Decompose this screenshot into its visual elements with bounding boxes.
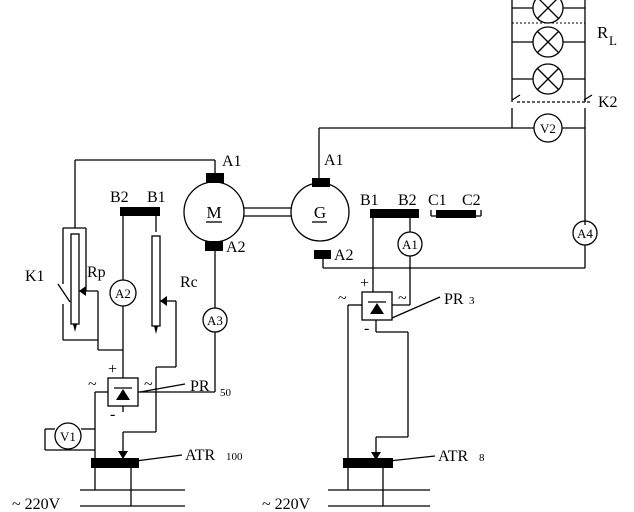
gen-b2-label: B2	[398, 192, 417, 209]
generator-label: G	[314, 203, 326, 222]
pr50-subscript: 50	[220, 387, 232, 399]
ammeter-a4: A4	[572, 220, 598, 268]
motor: A1 M A2	[183, 153, 246, 308]
generator: A1 G A2	[290, 128, 585, 269]
voltmeter-v2: V2	[319, 113, 585, 143]
supply-right-label: ~ 220V	[262, 496, 311, 512]
pr3-plus: +	[360, 275, 369, 292]
motor-field: B2 B1	[110, 189, 166, 280]
load-lamp-bank: R L	[511, 0, 617, 102]
gen-c2-label: C2	[462, 192, 481, 209]
voltmeter-v1: V1	[44, 422, 95, 451]
load-resistance-subscript: L	[609, 33, 617, 48]
lamp-icon	[532, 0, 564, 24]
rectifier-pr3: + - ~ ~ PR 3	[338, 275, 475, 458]
pr50-minus: -	[110, 406, 115, 423]
switch-k1-label: K1	[25, 268, 45, 285]
load-resistance-label: R	[597, 23, 609, 42]
motor-a1-label: A1	[222, 153, 242, 170]
pr3-ac-right: ~	[398, 290, 407, 307]
motor-b1-label: B1	[147, 189, 166, 206]
rectifier-pr50: + - ~ ~ PR 50	[88, 361, 232, 458]
rp-label: Rp	[87, 264, 106, 281]
pr3-ac-left: ~	[338, 290, 347, 307]
ammeter-a2: A2	[98, 279, 137, 378]
gen-a2-label: A2	[334, 247, 354, 264]
ammeter-a3: A3	[140, 307, 228, 393]
pr3-minus: -	[364, 320, 369, 337]
switch-k2-label: K2	[598, 94, 618, 111]
pr3-label: PR	[444, 291, 464, 308]
coupling-shaft	[244, 207, 292, 217]
atr8-subscript: 8	[479, 452, 485, 464]
ammeter-a2-label: A2	[115, 286, 131, 301]
pr50-ac-right: ~	[144, 376, 153, 393]
motor-label: M	[206, 203, 221, 222]
voltmeter-v2-label: V2	[540, 121, 556, 136]
supply-left-label: ~ 220V	[12, 496, 61, 512]
pr3-subscript: 3	[469, 295, 475, 307]
rheostat-rc: Rc	[151, 235, 198, 432]
switch-k2: K2	[511, 94, 618, 225]
voltmeter-v1-label: V1	[60, 429, 76, 444]
pr50-label: PR	[190, 378, 210, 395]
atr8-label: ATR	[438, 448, 469, 465]
ammeter-a1-label: A1	[402, 237, 418, 252]
gen-c1-label: C1	[428, 192, 447, 209]
autotransformer-atr8: ATR 8 ~ 220V	[262, 436, 485, 512]
gen-b1-label: B1	[360, 192, 379, 209]
motor-a2-label: A2	[226, 239, 246, 256]
motor-armature-feed	[74, 159, 216, 228]
pr50-ac-left: ~	[88, 376, 97, 393]
rc-label: Rc	[180, 274, 198, 291]
autotransformer-atr100: ATR 100 ~ 220V	[12, 431, 243, 512]
generator-field: B1 B2 C1 C2	[360, 192, 482, 292]
atr100-label: ATR	[185, 447, 216, 464]
atr100-subscript: 100	[226, 451, 243, 463]
lamp-icon	[532, 63, 564, 95]
ammeter-a1: A1	[397, 231, 423, 305]
rheostat-rp: Rp K1	[25, 227, 106, 350]
ammeter-a3-label: A3	[207, 313, 223, 328]
lamp-icon	[532, 26, 564, 58]
gen-a1-label: A1	[324, 152, 344, 169]
motor-b2-label: B2	[110, 189, 129, 206]
ammeter-a4-label: A4	[577, 226, 593, 241]
pr50-plus: +	[108, 361, 117, 378]
